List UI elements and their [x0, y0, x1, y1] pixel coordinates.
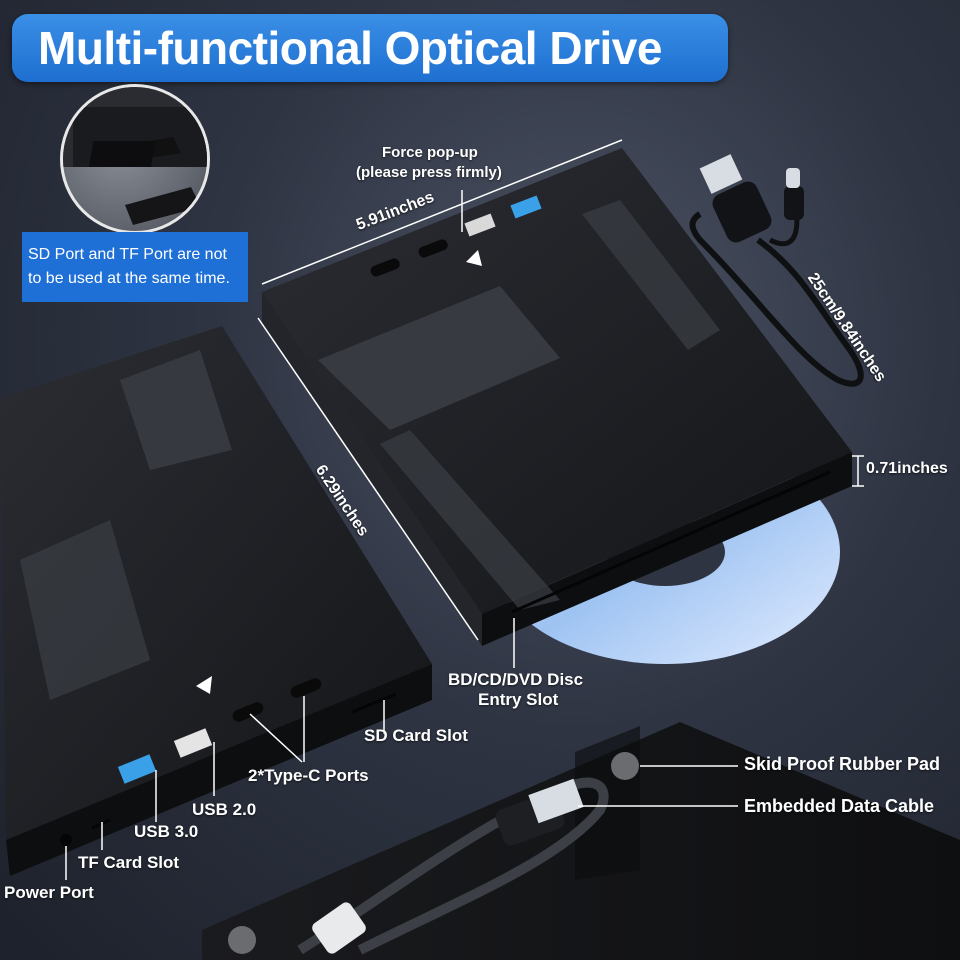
page-title: Multi-functional Optical Drive	[38, 22, 662, 74]
tf-card-slot-label: TF Card Slot	[78, 853, 180, 872]
callout-lines	[65, 190, 738, 880]
usb3-label: USB 3.0	[134, 822, 199, 841]
sd-card-slot-label: SD Card Slot	[364, 726, 468, 745]
dimension-lines	[257, 139, 864, 641]
rubber-pad-label: Skid Proof Rubber Pad	[744, 754, 941, 774]
title-banner: Multi-functional Optical Drive	[12, 14, 728, 82]
main-drive	[262, 148, 852, 646]
sd-tf-note-line2: to be used at the same time.	[28, 270, 230, 287]
data-cable-label: Embedded Data Cable	[744, 796, 935, 816]
force-popup-label-2: (please press firmly)	[356, 164, 502, 181]
type-c-ports-label: 2*Type-C Ports	[248, 766, 369, 785]
force-popup-label-1: Force pop-up	[382, 144, 478, 161]
disc-slot-label-1: BD/CD/DVD Disc	[448, 670, 584, 689]
sd-tf-note: SD Port and TF Port are not to be used a…	[22, 232, 248, 302]
sd-tf-note-line1: SD Port and TF Port are not	[28, 246, 227, 263]
side-drive	[0, 326, 432, 876]
usb2-label: USB 2.0	[192, 800, 257, 819]
drive-underside	[202, 722, 960, 960]
power-port-label: Power Port	[4, 883, 94, 902]
disc-slot-label-2: Entry Slot	[478, 690, 559, 709]
detachable-cable	[689, 154, 864, 387]
height-dimension: 0.71inches	[866, 460, 948, 477]
